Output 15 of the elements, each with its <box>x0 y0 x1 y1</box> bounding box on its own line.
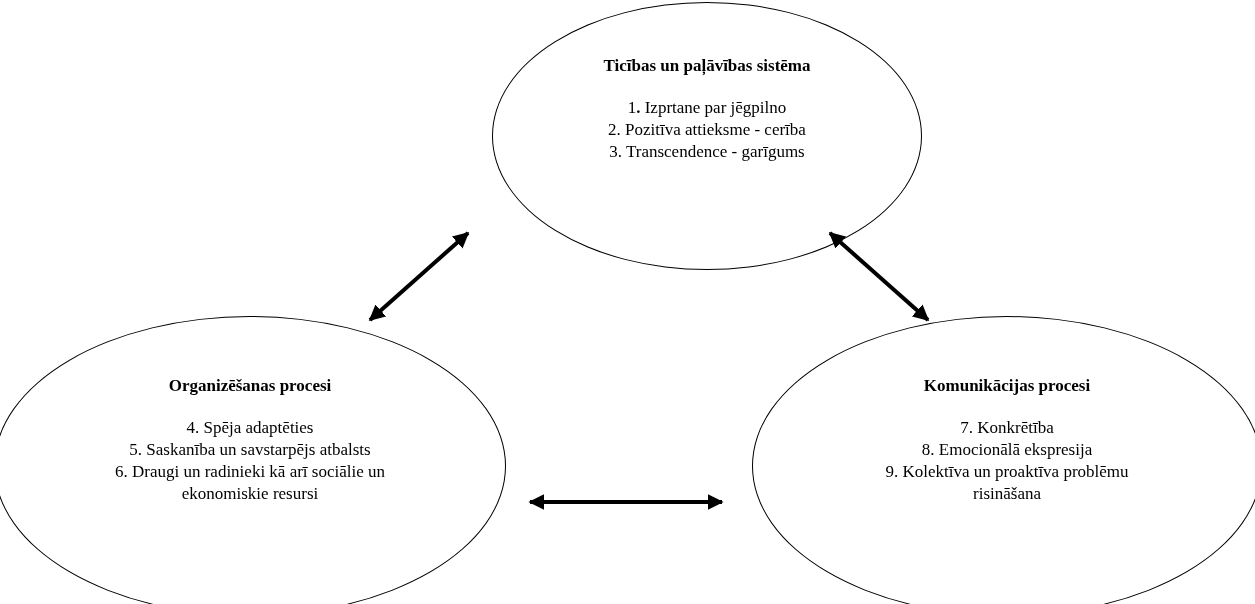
double-arrow <box>528 494 724 510</box>
ellipse-heading: Ticības un paļāvības sistēma <box>603 55 811 77</box>
double-arrow <box>368 231 470 322</box>
list-item: 2. Pozitīva attieksme - cerība <box>608 119 806 141</box>
double-arrow <box>828 231 930 322</box>
list-item: 5. Saskanība un savstarpējs atbalsts <box>129 439 371 461</box>
list-item: 9. Kolektīva un proaktīva problēmu risināšana <box>884 461 1130 505</box>
list-item: 1. Izprtane par jēgpilno <box>627 97 787 119</box>
list-item: 4. Spēja adaptēties <box>186 417 314 439</box>
list-item: 8. Emocionālā ekspresija <box>921 439 1093 461</box>
list-item: 3. Transcendence - garīgums <box>609 141 805 163</box>
list-item: 7. Konkrētība <box>960 417 1054 439</box>
ellipse-heading: Komunikācijas procesi <box>923 375 1091 397</box>
list-item: 6. Draugi un radinieki kā arī sociālie un ekonomiskie resursi <box>114 461 386 505</box>
ellipse-heading: Organizēšanas procesi <box>168 375 332 397</box>
